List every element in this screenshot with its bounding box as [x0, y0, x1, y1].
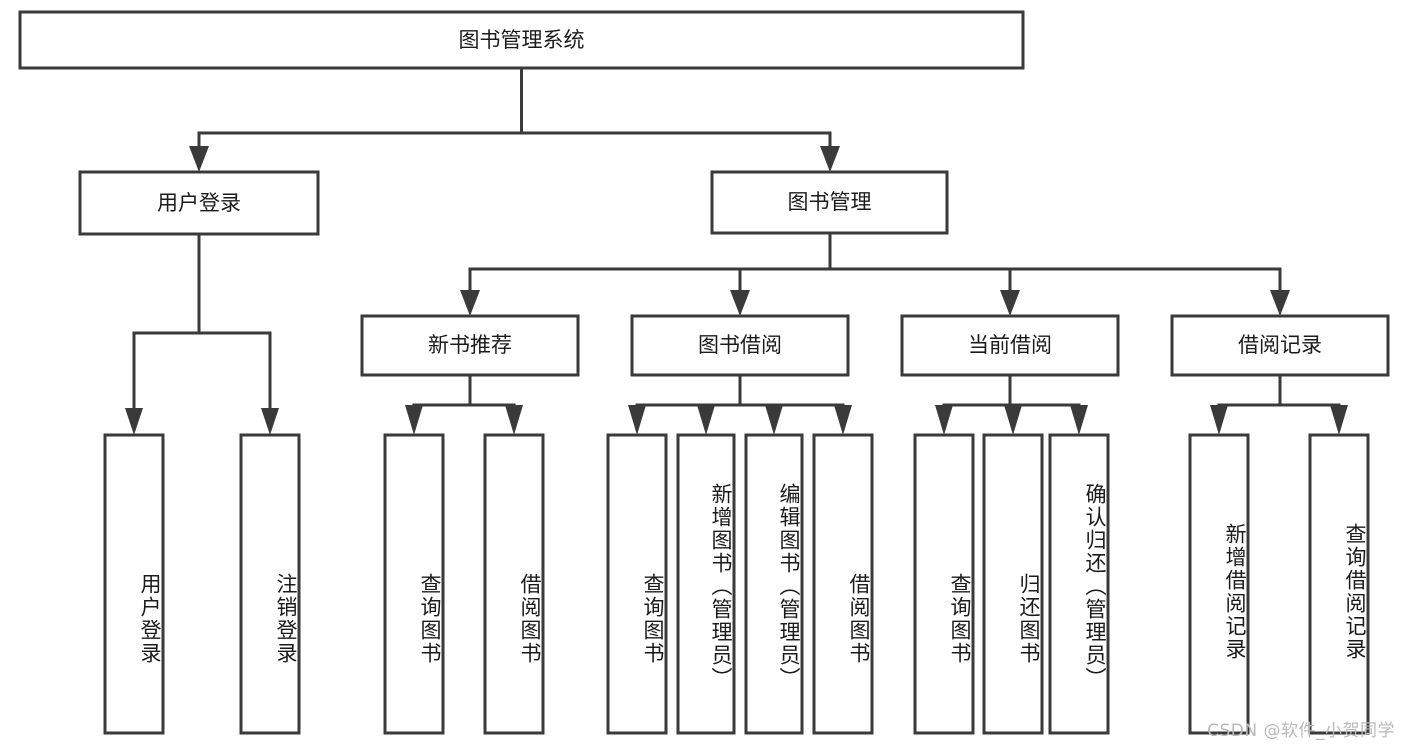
leaf-box-query-book-c[interactable] — [913, 433, 975, 735]
arrow-leaf-borrow-book-a — [505, 405, 523, 435]
arrow-to-new-book-rec — [460, 290, 480, 316]
arrow-leaf-return-book — [1004, 405, 1022, 435]
leaf-box-user-login[interactable] — [103, 433, 165, 735]
leaf-box-confirm-return[interactable] — [1048, 433, 1110, 735]
arrow-leaf-add-book — [697, 405, 715, 435]
book-management-box[interactable] — [710, 170, 949, 235]
leaf-box-return-book[interactable] — [982, 433, 1044, 735]
current-borrow-box[interactable] — [900, 314, 1120, 377]
node-book-borrow[interactable]: 图书借阅 — [630, 314, 850, 377]
arrow-leaf-user-login — [125, 408, 143, 435]
arrow-to-current-borrow — [1000, 290, 1020, 316]
leaf-box-add-record[interactable] — [1188, 433, 1250, 735]
new-book-recommend-label: 新书推荐 — [428, 333, 512, 357]
user-login-label: 用户登录 — [157, 191, 241, 215]
leaf-box-edit-book[interactable] — [744, 433, 804, 735]
user-login-box[interactable] — [78, 170, 320, 236]
leaf-box-borrow-book-b[interactable] — [812, 433, 874, 735]
leaf-box-borrow-book-a[interactable] — [483, 433, 545, 735]
leaf-box-logout[interactable] — [239, 433, 301, 735]
node-book-management[interactable]: 图书管理 — [710, 170, 949, 235]
node-root-system[interactable]: 图书管理系统 — [18, 10, 1025, 70]
arrow-leaf-edit-book — [765, 405, 783, 435]
arrow-leaf-query-record — [1330, 405, 1348, 435]
arrow-to-borrow-record — [1270, 290, 1290, 316]
borrow-record-label: 借阅记录 — [1238, 333, 1322, 357]
node-current-borrow[interactable]: 当前借阅 — [900, 314, 1120, 377]
current-borrow-label: 当前借阅 — [968, 333, 1052, 357]
arrow-to-book-mgmt — [820, 146, 840, 172]
root-box[interactable] — [18, 10, 1025, 70]
arrow-leaf-query-book-a — [405, 405, 423, 435]
node-borrow-record[interactable]: 借阅记录 — [1170, 314, 1390, 377]
book-borrow-label: 图书借阅 — [698, 333, 782, 357]
connector-layer — [125, 66, 1348, 435]
arrow-to-book-borrow — [730, 290, 750, 316]
book-management-label: 图书管理 — [788, 190, 872, 214]
arrow-leaf-borrow-book-b — [834, 405, 852, 435]
csdn-watermark: CSDN @软件_小贺同学 — [1207, 721, 1395, 741]
arrow-leaf-query-book-c — [935, 405, 953, 435]
arrow-leaf-add-record — [1210, 405, 1228, 435]
new-book-recommend-box[interactable] — [360, 314, 580, 377]
leaf-box-add-book[interactable] — [676, 433, 736, 735]
borrow-record-box[interactable] — [1170, 314, 1390, 377]
leaf-box-query-book-a[interactable] — [383, 433, 445, 735]
root-label: 图书管理系统 — [459, 28, 585, 52]
leaf-box-layer — [103, 433, 1370, 735]
node-user-login[interactable]: 用户登录 — [78, 170, 320, 236]
book-borrow-box[interactable] — [630, 314, 850, 377]
arrow-leaf-query-book-b — [628, 405, 646, 435]
node-new-book-recommend[interactable]: 新书推荐 — [360, 314, 580, 377]
arrow-leaf-confirm-return — [1070, 405, 1088, 435]
arrow-leaf-logout — [261, 408, 279, 435]
leaf-box-query-book-b[interactable] — [606, 433, 668, 735]
arrow-to-user-login — [189, 146, 209, 172]
leaf-box-query-record[interactable] — [1308, 433, 1370, 735]
